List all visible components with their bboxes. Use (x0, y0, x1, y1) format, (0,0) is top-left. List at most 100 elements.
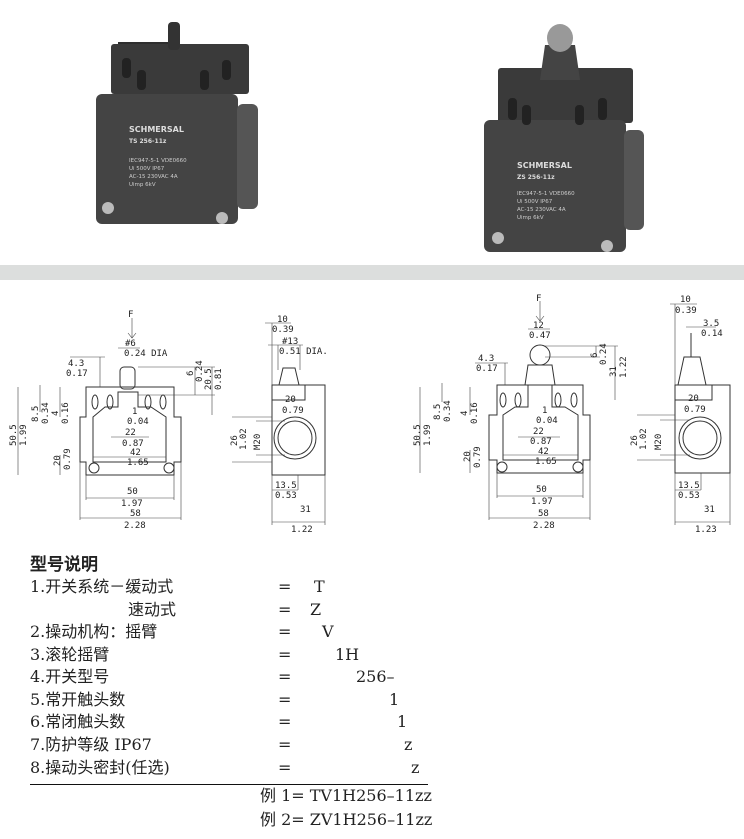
dim-label: F (128, 310, 133, 320)
dim-label: 58 (130, 509, 141, 519)
dim-label: 0.16 (61, 402, 71, 424)
dim-label: 31 (300, 505, 311, 515)
dim-label: 0.51 DIA. (279, 347, 328, 357)
row-label: 7.防护等级 IP67 (30, 735, 152, 754)
dim-label: 2.28 (124, 521, 146, 531)
row-value: 1 (389, 690, 400, 709)
drawing-zs-side: 10 0.39 3.5 0.14 20 0.79 26 1.02 M20 13.… (630, 295, 731, 535)
dim-label: 22 (533, 427, 544, 437)
dim-label: 31 (704, 505, 715, 515)
dim-label: M20 (654, 434, 664, 450)
dim-label: 0.14 (701, 329, 723, 339)
divider-band (0, 265, 744, 280)
photo-ts-switch: SCHMERSAL TS 256-11z IEC947-5-1 VDE0660 … (96, 22, 258, 224)
dim-label: 0.17 (476, 364, 498, 374)
photo-model: ZS 256-11z (517, 174, 555, 181)
dim-label: 31 (609, 366, 619, 377)
dim-label: 3.5 (703, 319, 719, 329)
photo-spec: Ui 500V IP67 (517, 199, 553, 205)
dim-label: 1.02 (639, 428, 649, 450)
row-value: 256– (356, 667, 395, 686)
row-value: T (314, 577, 325, 596)
dim-label: 42 (538, 447, 549, 457)
example-2: 例 2= ZV1H256–11zz (260, 810, 433, 829)
dim-label: 0.79 (282, 406, 304, 416)
drawing-zs-front: F 12 0.47 6 0.24 31 1.22 4.3 0.17 8.5 0.… (413, 294, 629, 531)
dim-label: 0.39 (675, 306, 697, 316)
dim-label: 0.87 (530, 437, 552, 447)
dim-label: 10 (277, 315, 288, 325)
row-eq: = (278, 622, 292, 641)
row-value: z (404, 735, 413, 754)
row-eq: = (278, 712, 292, 731)
dim-label: 1.02 (239, 428, 249, 450)
row-label: 5.常开触头数 (30, 690, 126, 709)
dim-label: 0.34 (41, 402, 51, 424)
dim-label: 1.22 (619, 356, 629, 378)
dim-label: 26 (630, 435, 640, 446)
row-label: 3.滚轮摇臂 (30, 645, 110, 664)
row-label: 速动式 (128, 600, 177, 619)
dim-label: 0.47 (529, 331, 551, 341)
photo-brand: SCHMERSAL (129, 125, 184, 134)
row-label: 2.操动机构：摇臂 (30, 622, 158, 641)
dim-label: 50 (127, 487, 138, 497)
photo-spec: AC-15 230VAC 4A (517, 207, 566, 213)
dim-label: 1.99 (19, 424, 29, 446)
row-label: 1.开关系统－缓动式 (30, 577, 174, 596)
dim-label: 1.97 (121, 499, 143, 509)
dim-label: 6 (590, 353, 600, 358)
drawing-ts-side: 10 0.39 #13 0.51 DIA. 20 0.79 26 1.02 M2… (230, 315, 328, 535)
dim-label: 20 (285, 395, 296, 405)
dim-label: 20 (53, 455, 63, 466)
dim-label: 20 (688, 394, 699, 404)
dim-label: 0.53 (275, 491, 297, 501)
dim-label: 1.99 (423, 424, 433, 446)
dim-label: 12 (533, 321, 544, 331)
row-value: V (322, 622, 334, 641)
row-eq: = (278, 667, 292, 686)
drawing-ts-front: F #6 0.24 DIA 4.3 0.17 6 0.24 20.5 0.81 … (9, 310, 224, 531)
photo-spec: IEC947-5-1 VDE0660 (129, 158, 187, 164)
dim-label: 1.65 (127, 458, 149, 468)
dim-label: 13.5 (678, 481, 700, 491)
photo-model: TS 256-11z (129, 138, 167, 145)
row-eq: = (278, 645, 292, 664)
dim-label: 4.3 (478, 354, 494, 364)
photo-spec: AC-15 230VAC 4A (129, 174, 178, 180)
dim-label: 0.16 (470, 402, 480, 424)
dim-label: 0.53 (678, 491, 700, 501)
dim-label: 0.79 (63, 448, 73, 470)
photo-zs-switch: SCHMERSAL ZS 256-11z IEC947-5-1 VDE0660 … (484, 24, 644, 252)
row-eq: = (278, 690, 292, 709)
dim-label: 0.04 (127, 417, 149, 427)
dim-label: 6 (186, 371, 196, 376)
dim-label: 10 (680, 295, 691, 305)
row-value: 1 (397, 712, 408, 731)
row-eq: = (278, 735, 292, 754)
dim-label: 1 (132, 407, 137, 417)
divider-line (30, 784, 428, 785)
dim-label: #6 (125, 339, 136, 349)
dim-label: F (536, 294, 541, 304)
row-eq: = (278, 600, 292, 619)
dim-label: 1.22 (291, 525, 313, 535)
dim-label: 0.17 (66, 369, 88, 379)
dim-label: 0.79 (684, 405, 706, 415)
dim-label: 0.24 (195, 360, 205, 382)
dim-label: M20 (253, 434, 263, 450)
dim-label: 20.5 (204, 368, 214, 390)
row-value: z (411, 758, 420, 777)
dim-label: 50.5 (9, 424, 19, 446)
dim-label: 4 (460, 411, 470, 416)
dim-label: 42 (130, 448, 141, 458)
row-label: 6.常闭触头数 (30, 712, 126, 731)
dim-label: 0.81 (214, 368, 224, 390)
row-label: 8.操动头密封(任选) (30, 758, 170, 777)
dim-label: 13.5 (275, 481, 297, 491)
dim-label: 0.24 (599, 343, 609, 365)
dim-label: 50 (536, 485, 547, 495)
dim-label: 1.97 (531, 497, 553, 507)
